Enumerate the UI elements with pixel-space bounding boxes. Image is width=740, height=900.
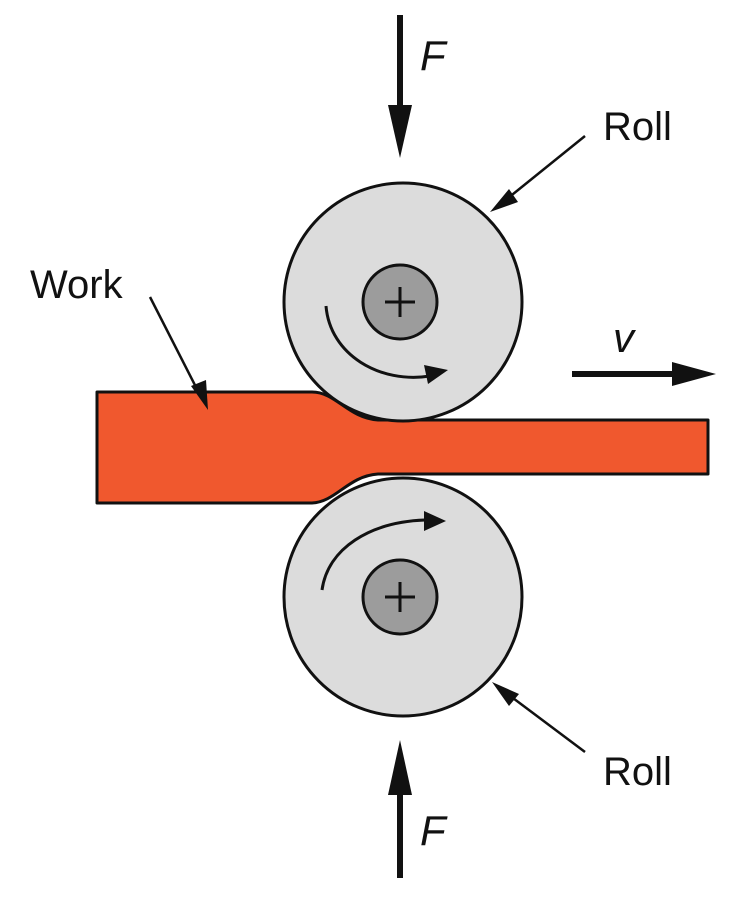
velocity-arrow-icon <box>572 362 716 386</box>
bottom-roll <box>282 476 524 718</box>
velocity-label: v <box>613 314 637 361</box>
force-arrow-top-icon <box>388 15 412 158</box>
roll-top-leader-arrow-icon <box>490 135 586 212</box>
roll-bottom-leader-arrow-icon <box>492 682 586 753</box>
bottom-roll-axle-plus-icon <box>361 558 439 636</box>
force-label-bottom: F <box>420 807 448 854</box>
work-leader-arrow-icon <box>148 296 208 410</box>
roll-label-bottom: Roll <box>603 750 672 794</box>
force-label-top: F <box>420 32 448 79</box>
top-roll-rotation-curved-arrow-icon <box>324 305 448 384</box>
bottom-roll-rotation-curved-arrow-icon <box>320 511 446 591</box>
roll-label-top: Roll <box>603 105 672 149</box>
top-roll <box>282 181 524 423</box>
work-label: Work <box>30 263 124 307</box>
top-roll-axle-plus-icon <box>361 263 439 341</box>
force-arrow-bottom-icon <box>388 740 412 878</box>
